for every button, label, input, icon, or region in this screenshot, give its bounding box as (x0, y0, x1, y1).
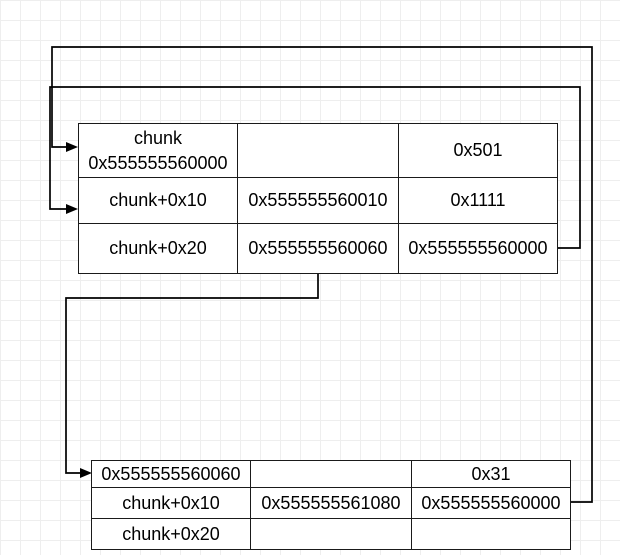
table-row: chunk+0x20 0x555555560060 0x555555560000 (78, 223, 558, 274)
top-row2-label-cell: chunk+0x10 (78, 177, 238, 224)
top-row3-label-cell: chunk+0x20 (78, 223, 238, 274)
top-row1-middle-cell (237, 123, 399, 178)
top-row2-right-cell: 0x1111 (398, 177, 558, 224)
top-chunk-table: chunk 0x555555560000 0x501 chunk+0x10 0x… (78, 123, 558, 274)
arrow-head-icon (66, 204, 78, 214)
top-row1-label-line1: chunk (133, 127, 183, 148)
bottom-row3-middle-cell (250, 518, 412, 550)
table-row: chunk 0x555555560000 0x501 (78, 123, 558, 178)
bottom-chunk-table: 0x555555560060 0x31 chunk+0x10 0x5555555… (91, 460, 571, 550)
top-row1-label-line2: 0x555555560000 (88, 152, 228, 173)
bottom-row1-label-cell: 0x555555560060 (91, 460, 251, 488)
bottom-row3-label-cell: chunk+0x20 (91, 518, 251, 550)
table-row: chunk+0x10 0x555555560010 0x1111 (78, 177, 558, 224)
top-row1-label-cell: chunk 0x555555560000 (78, 123, 238, 178)
table-row: chunk+0x20 (91, 518, 571, 550)
table-row: chunk+0x10 0x555555561080 0x555555560000 (91, 487, 571, 519)
top-row1-right-cell: 0x501 (398, 123, 558, 178)
top-row3-right-cell: 0x555555560000 (398, 223, 558, 274)
bottom-row3-right-cell (411, 518, 571, 550)
top-row2-middle-cell: 0x555555560010 (237, 177, 399, 224)
connector-top-row3-middle-to-bottom-row1 (65, 272, 319, 478)
top-row3-middle-cell: 0x555555560060 (237, 223, 399, 274)
connector-bottom-right-to-top-row1 (51, 46, 593, 503)
bottom-row2-right-cell: 0x555555560000 (411, 487, 571, 519)
bottom-row1-middle-cell (250, 460, 412, 488)
table-row: 0x555555560060 0x31 (91, 460, 571, 488)
bottom-row2-middle-cell: 0x555555561080 (250, 487, 412, 519)
arrow-head-icon (66, 142, 78, 152)
bottom-row1-right-cell: 0x31 (411, 460, 571, 488)
bottom-row2-label-cell: chunk+0x10 (91, 487, 251, 519)
